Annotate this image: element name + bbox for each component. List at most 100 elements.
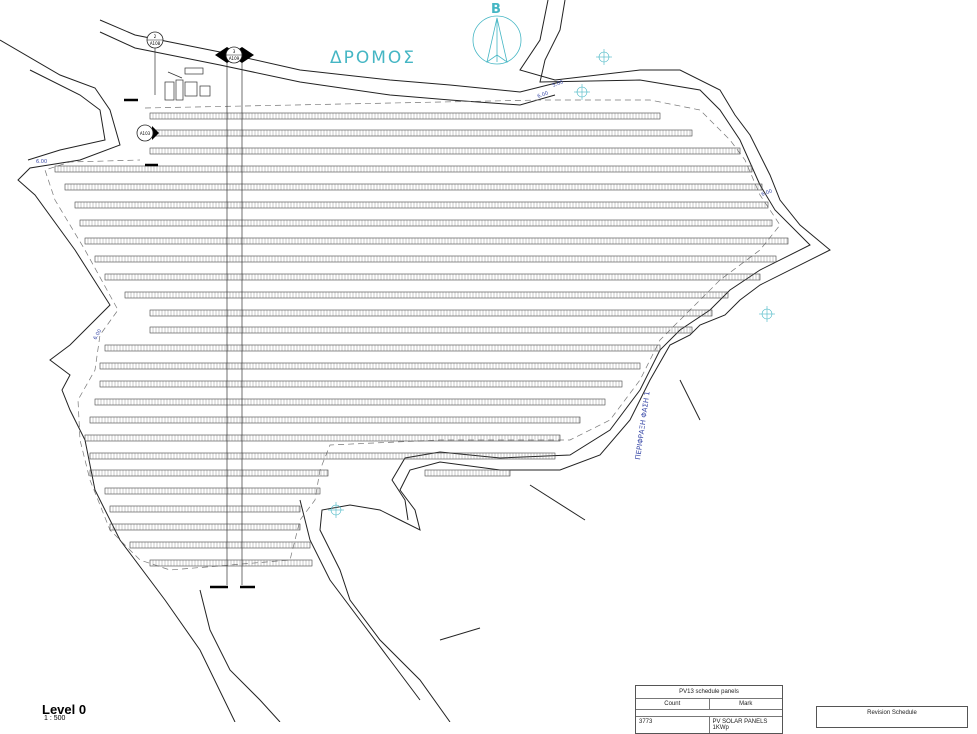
pv-row-panels	[152, 310, 712, 316]
pv-row-panels	[102, 381, 620, 387]
section-ticks	[124, 98, 255, 589]
equipment-buildings	[164, 67, 211, 101]
pv-schedule-col-count: Count	[664, 701, 681, 707]
pv-row-panels	[152, 560, 310, 566]
pv-row	[149, 129, 693, 137]
pv-row	[149, 326, 693, 334]
spot-level	[328, 502, 344, 518]
elevation-marker-sheet: A103	[140, 131, 151, 136]
pv-row-panels	[77, 202, 766, 208]
pv-panel-rows	[54, 112, 789, 567]
section-marker-a-number: 2	[154, 34, 157, 39]
section-marker-a[interactable]: 2 A108	[146, 31, 164, 49]
pv-row	[89, 452, 556, 460]
pv-row	[84, 237, 789, 245]
pv-row-panels	[87, 435, 560, 441]
pv-row-panels	[132, 542, 308, 548]
pv-row-panels	[112, 524, 300, 530]
view-scale: 1 : 500	[44, 715, 66, 722]
pv-row	[149, 309, 713, 317]
pv-row	[84, 434, 561, 442]
pv-schedule-table: PV13 schedule panels Count Mark 3773 PV …	[635, 685, 783, 734]
pv-row	[109, 505, 301, 513]
building	[184, 67, 204, 75]
revision-schedule-table: Revision Schedule	[816, 706, 968, 728]
dimension-label: 6.00	[761, 188, 774, 197]
view-title: Level 0	[42, 702, 87, 717]
spot-level-markers	[328, 49, 775, 518]
lower-right-boundary	[299, 499, 421, 701]
pv-row-panels	[92, 453, 553, 459]
table-row: 3773 PV SOLAR PANELS 1KWp	[636, 717, 782, 733]
pv-row	[104, 344, 661, 352]
pv-row	[89, 416, 581, 424]
pv-row	[109, 523, 301, 531]
right-boundary	[319, 0, 831, 722]
pv-row-panels	[82, 220, 771, 226]
pv-row-panels	[67, 184, 762, 190]
spot-level	[596, 49, 612, 65]
building	[184, 81, 198, 97]
spot-level	[759, 306, 775, 322]
road-label: ΔΡΟΜΟΣ	[330, 48, 416, 68]
pv-row	[74, 201, 769, 209]
left-inner-boundary	[27, 69, 106, 161]
pv-row-panels	[152, 148, 739, 154]
terrain-line	[679, 379, 701, 421]
right-inner-boundary	[391, 0, 811, 521]
pv-row	[64, 183, 763, 191]
section-marker-b-sheet: A109	[229, 56, 240, 61]
fence-setback-line	[44, 99, 781, 571]
lower-left-boundary	[199, 589, 281, 722]
pv-row	[79, 219, 773, 227]
pv-row	[104, 487, 321, 495]
building	[164, 81, 175, 101]
pv-row-panels	[112, 506, 300, 512]
pv-row-panels	[92, 417, 580, 423]
perimeter-label: ΠΕΡΙΦΡΑΞΗ ΦΑΣΗ 1	[634, 391, 652, 461]
pv-row-panels	[107, 488, 319, 494]
dimension-labels: 5.00 6.00 6.00 6.00 6.00	[36, 79, 773, 341]
pv-schedule-title: PV13 schedule panels	[636, 686, 782, 699]
pv-schedule-header-row: Count Mark	[636, 699, 782, 710]
pv-schedule-mark: PV SOLAR PANELS 1KWp	[708, 717, 783, 733]
pv-row-panels	[107, 345, 658, 351]
pv-row-panels	[102, 363, 638, 369]
building	[199, 85, 211, 97]
outer-boundary	[0, 39, 236, 722]
section-marker-a-sheet: A108	[150, 41, 161, 46]
pv-row-panels	[57, 166, 752, 172]
dimension-label: 5.00	[552, 79, 565, 88]
terrain-lines	[0, 0, 831, 722]
pv-row	[104, 273, 761, 281]
elevation-marker[interactable]: A103	[136, 124, 159, 142]
pv-row-panels	[107, 274, 760, 280]
dimension-label: 6.00	[36, 159, 47, 165]
pv-schedule-spacer	[636, 710, 782, 717]
pv-row	[149, 147, 741, 155]
terrain-line	[529, 484, 586, 521]
building	[175, 79, 184, 101]
pv-row	[89, 469, 329, 477]
pv-row	[54, 165, 753, 173]
pv-schedule-col-mark: Mark	[708, 699, 783, 709]
pv-row-panels	[427, 470, 510, 476]
section-marker-b[interactable]: 3 A109	[215, 46, 254, 64]
pv-row	[424, 469, 511, 477]
pv-row-panels	[152, 327, 691, 333]
pv-row-panels	[87, 238, 788, 244]
pv-row-panels	[127, 292, 726, 298]
pv-schedule-count: 3773	[639, 719, 653, 725]
dimension-label: 6.00	[537, 90, 550, 99]
pv-row-panels	[97, 256, 774, 262]
spot-level	[574, 84, 590, 100]
pv-row-panels	[97, 399, 603, 405]
north-label: B	[491, 2, 501, 17]
revision-schedule-title: Revision Schedule	[867, 710, 917, 716]
dimension-label: 6.00	[93, 328, 104, 341]
north-arrow: B	[472, 2, 522, 65]
pv-row	[94, 255, 777, 263]
pv-row-panels	[152, 130, 691, 136]
terrain-line	[439, 627, 481, 641]
building-detail	[167, 71, 183, 79]
